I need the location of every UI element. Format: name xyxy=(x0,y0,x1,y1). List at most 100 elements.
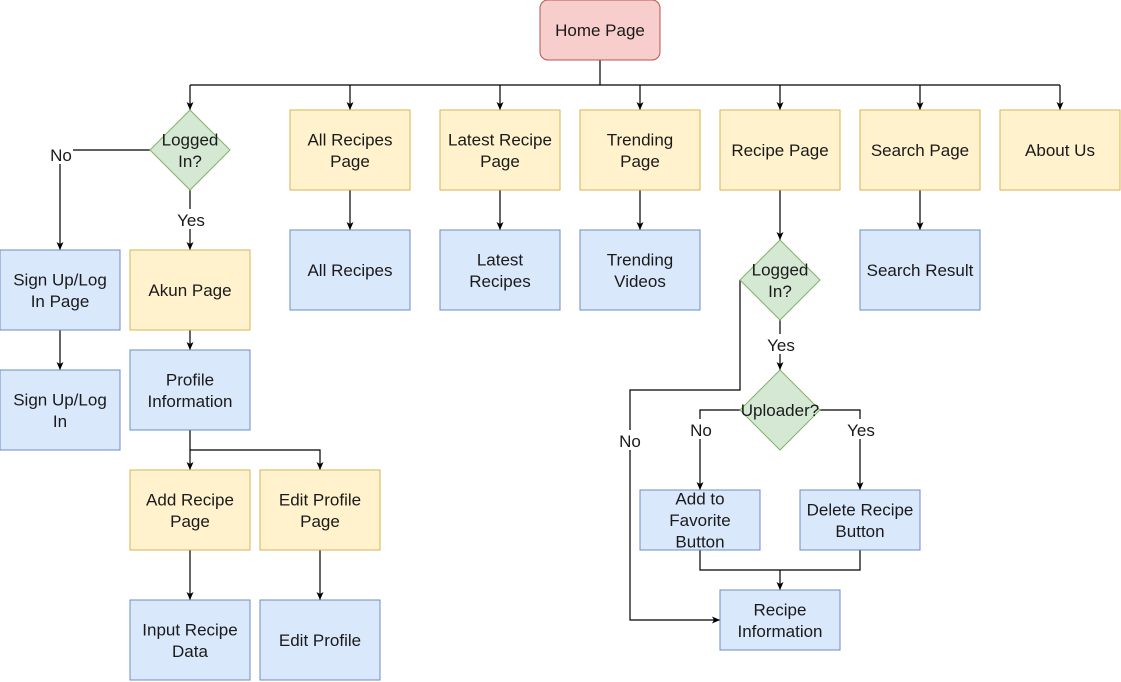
decision-diamond xyxy=(739,369,821,451)
node-label: Search Page xyxy=(871,141,969,160)
process-box xyxy=(0,369,121,451)
process-box xyxy=(129,249,251,331)
node-label-line: Favorite xyxy=(669,511,730,530)
node-label-line: Recipes xyxy=(469,272,530,291)
node-label-line: Input Recipe xyxy=(142,620,237,639)
node-label-line: In xyxy=(53,412,67,431)
process-box xyxy=(799,489,921,551)
node-label-line: Button xyxy=(675,533,724,552)
process-box xyxy=(289,109,411,191)
process-box xyxy=(0,249,121,331)
process-box xyxy=(639,489,761,551)
process-box xyxy=(259,599,381,681)
node-label-line: Edit Profile xyxy=(279,490,361,509)
node-label-line: Trending xyxy=(607,130,673,149)
node-label: Akun Page xyxy=(148,281,231,300)
edge-label-background xyxy=(618,430,642,450)
node-label-line: Sign Up/Log xyxy=(13,270,107,289)
node-recipepage: Recipe Page xyxy=(719,109,841,191)
node-label: Uploader? xyxy=(741,401,819,420)
node-label-line: Page xyxy=(170,512,210,531)
process-box xyxy=(439,109,561,191)
node-label-line: Recipe xyxy=(754,600,807,619)
node-label-line: Button xyxy=(835,522,884,541)
node-label-line: In? xyxy=(768,282,792,301)
process-box xyxy=(259,469,381,551)
node-label-line: Profile xyxy=(166,370,214,389)
node-searchresult: Search Result xyxy=(859,229,981,311)
edge-label-no1: No xyxy=(50,146,72,165)
node-label-line: Page xyxy=(480,152,520,171)
edge-label-background xyxy=(844,419,878,439)
node-aboutus: About Us xyxy=(999,109,1121,191)
process-box xyxy=(539,0,661,61)
process-box xyxy=(859,229,981,311)
node-akun: Akun Page xyxy=(129,249,251,331)
process-box xyxy=(719,109,841,191)
process-box xyxy=(719,589,841,651)
process-box xyxy=(129,349,251,431)
process-box xyxy=(129,469,251,551)
node-label-line: All Recipes xyxy=(307,261,392,280)
node-label-line: Page xyxy=(330,152,370,171)
edge-label-yes1: Yes xyxy=(177,211,205,230)
edge-label-no3: No xyxy=(690,421,712,440)
node-label-line: Uploader? xyxy=(741,401,819,420)
node-label-line: All Recipes xyxy=(307,130,392,149)
edge-label-yes2: Yes xyxy=(767,336,795,355)
edge-label-background xyxy=(49,144,73,164)
node-label-line: Trending xyxy=(607,250,673,269)
node-label-line: Logged xyxy=(752,260,809,279)
process-box xyxy=(129,599,251,681)
node-label-line: Add to xyxy=(675,490,724,509)
node-label: About Us xyxy=(1025,141,1095,160)
node-editprofile: Edit Profile xyxy=(259,599,381,681)
node-label-line: Search Page xyxy=(871,141,969,160)
node-label-line: Edit Profile xyxy=(279,631,361,650)
node-label-line: Data xyxy=(172,642,208,661)
connector-arrow xyxy=(696,409,740,490)
node-home: Home Page xyxy=(539,0,661,61)
process-box xyxy=(579,109,701,191)
node-allrecipes: All Recipes xyxy=(289,229,411,311)
node-label-line: Sign Up/Log xyxy=(13,390,107,409)
decision-diamond xyxy=(149,109,231,191)
node-label-line: Information xyxy=(147,392,232,411)
node-label: Recipe Page xyxy=(731,141,828,160)
node-label: Search Result xyxy=(867,261,974,280)
node-label-line: Information xyxy=(737,622,822,641)
process-box xyxy=(579,229,701,311)
connector-arrow xyxy=(820,409,864,490)
node-label-line: Search Result xyxy=(867,261,974,280)
node-label-line: In? xyxy=(178,152,202,171)
edge-label-yes3: Yes xyxy=(847,421,875,440)
